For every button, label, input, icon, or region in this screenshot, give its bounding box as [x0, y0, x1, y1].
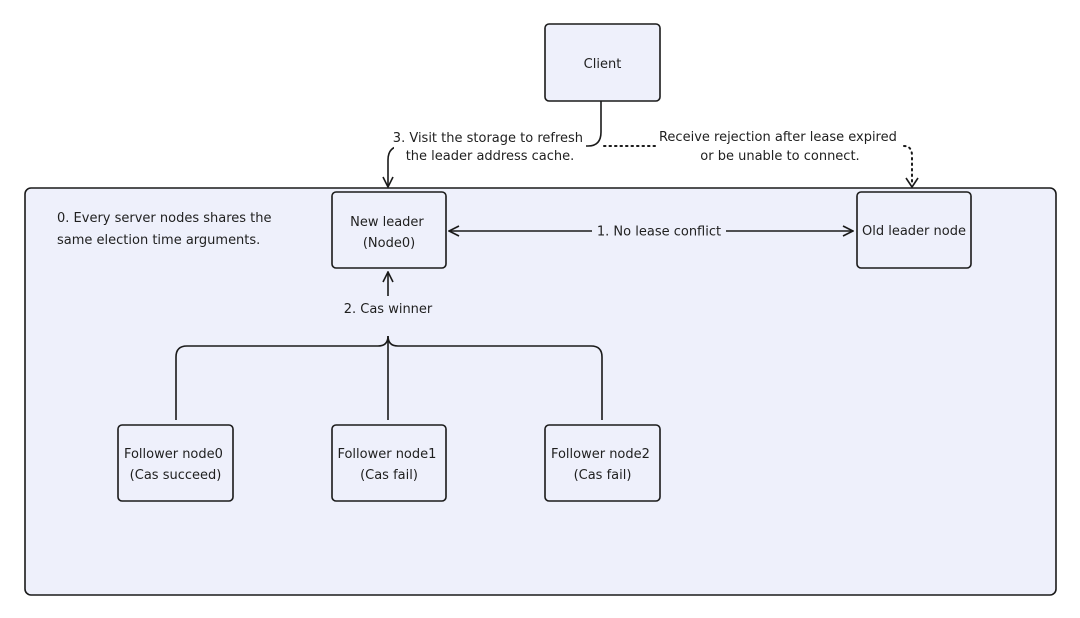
follower0-label: Follower node0 (Cas succeed) [124, 447, 227, 483]
step1-label: 1. No lease conflict [597, 225, 721, 240]
step2-label: 2. Cas winner [344, 302, 433, 317]
step2-label-bg [335, 298, 441, 320]
follower1-label-line1: Follower node1 [337, 447, 436, 462]
follower2-label-line1: Follower node2 [551, 447, 650, 462]
server-cluster [24, 187, 1057, 596]
follower1-label: Follower node1 (Cas fail) [337, 447, 440, 483]
follower0-label-line1: Follower node0 [124, 447, 223, 462]
old-leader-node[interactable] [856, 191, 972, 269]
rejection-label-line1: Receive rejection after lease expired [659, 130, 897, 145]
new-leader-label: New leader (Node0) [350, 215, 428, 251]
client-node[interactable] [544, 23, 661, 102]
edge-client-to-old-leader-arrowhead [905, 177, 919, 189]
old-leader-label: Old leader node [862, 224, 966, 239]
new-leader-node[interactable] [331, 191, 447, 269]
edge-client-to-old-leader-tail [903, 145, 913, 185]
follower0-node[interactable] [117, 424, 234, 502]
follower1-node[interactable] [331, 424, 447, 502]
rejection-label-line2: or be unable to connect. [700, 149, 859, 164]
rejection-label: Receive rejection after lease expired or… [659, 130, 901, 164]
step3-label-line2: the leader address cache. [406, 149, 575, 164]
step1-label-bg [592, 221, 726, 241]
follower0-label-line2: (Cas succeed) [130, 468, 222, 483]
step3-label-line1: 3. Visit the storage to refresh [393, 131, 583, 146]
new-leader-label-line2: (Node0) [363, 236, 415, 251]
follower2-label-line2: (Cas fail) [574, 468, 632, 483]
follower2-label: Follower node2 (Cas fail) [551, 447, 654, 483]
follower1-label-line2: (Cas fail) [360, 468, 418, 483]
step0-note-line1: 0. Every server nodes shares the [57, 211, 272, 226]
step3-label-bg [394, 128, 586, 164]
client-label: Client [584, 57, 622, 72]
step0-note: 0. Every server nodes shares the same el… [57, 211, 276, 248]
follower2-node[interactable] [544, 424, 661, 502]
step0-note-line2: same election time arguments. [57, 233, 260, 248]
new-leader-label-line1: New leader [350, 215, 424, 230]
step3-label: 3. Visit the storage to refresh the lead… [393, 131, 587, 164]
